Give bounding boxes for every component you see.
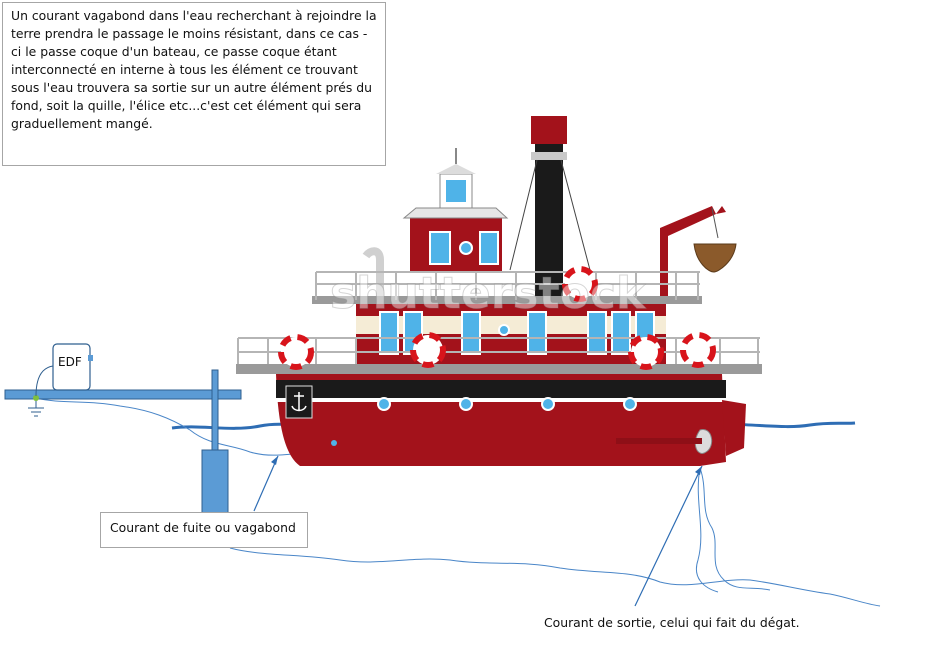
upper-deck: [312, 296, 702, 304]
leak-current-label: Courant de fuite ou vagabond: [110, 520, 296, 535]
boat: [236, 116, 762, 466]
info-text: Un courant vagabond dans l'eau rechercha…: [11, 8, 377, 131]
life-ring-icon: [680, 332, 716, 368]
info-box: Un courant vagabond dans l'eau rechercha…: [2, 2, 386, 166]
rudder: [722, 400, 746, 456]
dock-pile: [211, 369, 219, 451]
life-ring-icon: [562, 266, 598, 302]
anchor-icon: [291, 392, 307, 412]
life-ring-icon: [628, 334, 664, 370]
crane: [660, 206, 716, 300]
exit-arrow-head: [695, 466, 702, 475]
ground-symbol: [28, 399, 44, 417]
seabed-line: [229, 547, 881, 607]
vent-pipe: [362, 247, 384, 300]
edf-box: [52, 343, 91, 391]
through-hull-fitting: [331, 440, 337, 446]
edf-wire: [35, 365, 54, 397]
exit-arrow: [634, 465, 703, 607]
exit-current-label: Courant de sortie, celui qui fait du dég…: [544, 615, 800, 630]
life-ring-icon: [278, 334, 314, 370]
exit-current-path: [696, 467, 771, 593]
ground-terminal: [33, 395, 39, 401]
funnel-top: [531, 116, 567, 144]
life-ring-icon: [410, 332, 446, 368]
leak-arrow: [253, 455, 279, 512]
edf-connector: [88, 355, 93, 361]
watermark: shutterstock: [330, 268, 647, 319]
funnel: [535, 142, 563, 300]
lifeboat: [693, 243, 737, 273]
dock-pile-base: [201, 449, 229, 515]
edf-label: EDF: [58, 355, 82, 369]
leak-current-label-box: Courant de fuite ou vagabond: [100, 512, 308, 548]
main-deck: [236, 364, 762, 374]
hull-black-band: [276, 380, 726, 398]
dock-platform: [4, 389, 242, 400]
leak-arrow-head: [271, 456, 278, 465]
